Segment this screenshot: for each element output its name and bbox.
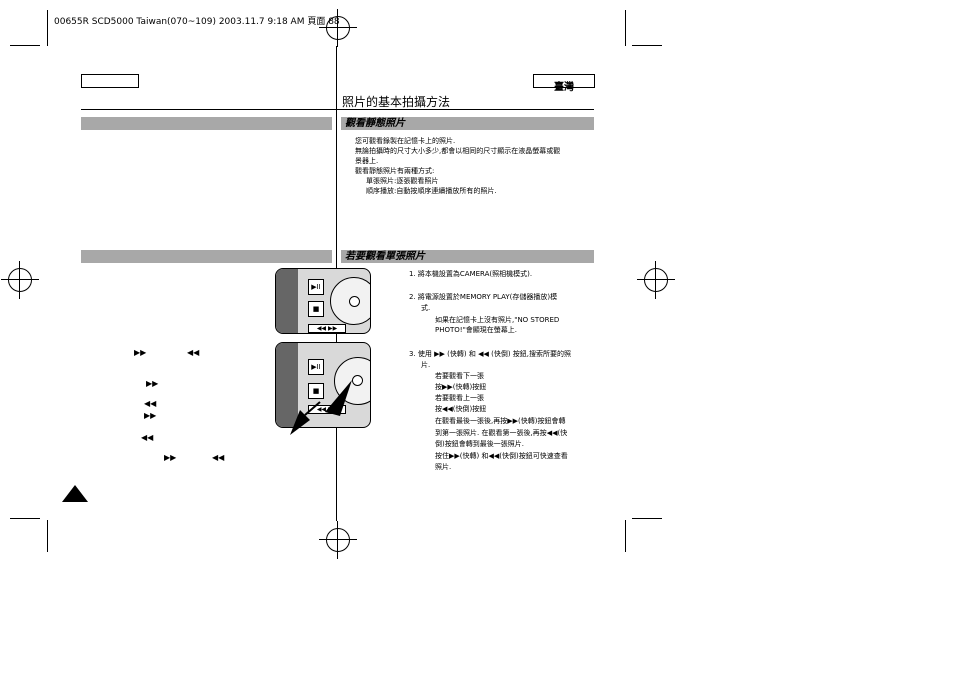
- rewind-icon: ◀◀: [212, 453, 225, 462]
- dial-center: [352, 375, 363, 386]
- crop-mark: [625, 10, 626, 46]
- fast-forward-icon: ▶▶: [449, 452, 460, 460]
- dial-center: [349, 296, 360, 307]
- section-title: 觀看靜態照片: [345, 118, 405, 129]
- fast-forward-icon: ▶▶: [144, 411, 157, 420]
- rewind-icon: ◀◀: [442, 405, 453, 413]
- step-3-cont: 片.: [421, 361, 431, 369]
- crop-mark: [632, 45, 662, 46]
- fast-forward-icon: ▶▶: [442, 383, 453, 391]
- section-bar-view-stills: 觀看靜態照片: [341, 117, 594, 130]
- note-text: 到第一張照片. 在觀看第一張後,再按: [435, 429, 547, 437]
- note-line: 照片.: [435, 463, 452, 471]
- step-2-note: PHOTO!"會顯現在螢幕上.: [435, 326, 518, 334]
- crop-mark: [10, 518, 40, 519]
- registration-mark: [319, 521, 357, 559]
- camera-illustration-bottom: ▶II ■ ◀◀ ▶▶: [275, 342, 371, 428]
- section-bar-left-2: [81, 250, 332, 263]
- note-text: (快轉)按鈕: [452, 383, 487, 391]
- rew-ff-buttons: ◀◀ ▶▶: [308, 405, 346, 414]
- stop-icon: ■: [308, 383, 324, 399]
- step-2-note: 如果在記憶卡上沒有照片,"NO STORED: [435, 316, 560, 324]
- fast-forward-icon: ▶▶: [164, 453, 177, 462]
- print-info: 00655R SCD5000 Taiwan(070~109) 2003.11.7…: [54, 17, 340, 27]
- section-title: 若要觀看單張照片: [345, 251, 425, 262]
- step-3-text: (快倒) 按鈕,搜索所要的照: [491, 350, 572, 358]
- rewind-icon: ◀◀: [144, 399, 157, 408]
- crop-mark: [625, 520, 626, 552]
- play-pause-icon: ▶II: [308, 359, 324, 375]
- lang-box-left: [81, 74, 139, 88]
- note-text: (快: [557, 429, 568, 437]
- rewind-icon: ◀◀: [141, 433, 154, 442]
- crop-mark: [632, 518, 662, 519]
- body-line: 順序播放:自動按順序連續播放所有的照片.: [366, 187, 497, 195]
- side-panel: [276, 269, 298, 333]
- step-2-cont: 式.: [421, 304, 431, 312]
- crop-mark: [47, 10, 48, 46]
- title-rule: [81, 109, 594, 110]
- section-bar-view-single: 若要觀看單張照片: [341, 250, 594, 263]
- pointer-arrows: [290, 380, 352, 435]
- pointer-arrow-left-stem: [304, 401, 321, 416]
- section-bar-left-1: [81, 117, 332, 130]
- lang-box-right: 臺灣: [533, 74, 595, 93]
- crop-mark: [10, 45, 40, 46]
- note-line: 按▶▶(快轉)按鈕: [435, 383, 486, 392]
- note-text: (快倒)按鈕可快速查看: [499, 452, 568, 460]
- note-line: 在觀看最後一張後,再按▶▶(快轉)按鈕會轉: [435, 417, 565, 426]
- fast-forward-icon: ▶▶: [134, 348, 147, 357]
- body-line: 景器上.: [355, 157, 379, 165]
- note-line: 按住▶▶(快轉) 和◀◀(快倒)按鈕可快速查看: [435, 452, 568, 461]
- pointer-arrow-right: [325, 380, 352, 416]
- body-line: 無論拍攝時的尺寸大小多少,都會以相同的尺寸顯示在液晶螢幕或觀: [355, 147, 561, 155]
- step-3: 3. 使用 ▶▶ (快轉) 和 ◀◀ (快倒) 按鈕,搜索所要的照: [409, 350, 571, 359]
- fast-forward-icon: ▶▶: [507, 417, 519, 425]
- body-line: 觀看靜態照片有兩種方式:: [355, 167, 435, 175]
- crop-mark: [47, 520, 48, 552]
- note-text: (快轉) 和: [459, 452, 489, 460]
- fast-forward-icon: ▶▶: [146, 379, 159, 388]
- pointer-arrow-left: [290, 410, 310, 435]
- step-3-text: (快轉) 和: [447, 350, 476, 358]
- rewind-icon: ◀◀: [187, 348, 200, 357]
- page-corner-triangle: [62, 485, 88, 502]
- body-line: 您可觀看錄製在記憶卡上的照片.: [355, 137, 456, 145]
- registration-mark: [637, 261, 675, 299]
- rewind-icon: ◀◀: [546, 429, 558, 437]
- lang-tag: 臺灣: [554, 82, 574, 93]
- stop-icon: ■: [308, 301, 324, 317]
- step-2: 2. 將電源設置於MEMORY PLAY(存儲器播放)模: [409, 293, 558, 301]
- play-pause-icon: ▶II: [308, 279, 324, 295]
- note-line: 按◀◀(快倒)按鈕: [435, 405, 486, 414]
- note-text: 在觀看最後一張後,再按: [435, 417, 508, 425]
- rewind-icon: ◀◀: [488, 452, 500, 460]
- note-text: 按住: [435, 452, 449, 460]
- note-line: 若要觀看上一張: [435, 394, 484, 402]
- side-panel: [276, 343, 298, 427]
- note-line: 若要觀看下一張: [435, 372, 484, 380]
- note-text: (快轉)按鈕會轉: [518, 417, 566, 425]
- rew-ff-buttons: ◀◀ ▶▶: [308, 324, 346, 333]
- step-1: 1. 將本機設置為CAMERA(照相機模式).: [409, 270, 533, 278]
- camera-illustration-top: ▶II ■ ◀◀ ▶▶: [275, 268, 371, 334]
- rewind-icon: ◀◀: [478, 350, 489, 358]
- note-text: 按: [435, 383, 442, 391]
- fast-forward-icon: ▶▶: [434, 350, 445, 358]
- step-3-text: 3. 使用: [409, 350, 432, 358]
- registration-mark: [319, 9, 357, 47]
- page-title: 照片的基本拍攝方法: [342, 95, 451, 109]
- note-line: 倒)按鈕會轉到最後一張照片.: [435, 440, 524, 448]
- body-line: 單張照片:逐張觀看照片: [366, 177, 439, 185]
- note-text: 按: [435, 405, 442, 413]
- note-text: (快倒)按鈕: [452, 405, 487, 413]
- note-line: 到第一張照片. 在觀看第一張後,再按◀◀(快: [435, 429, 567, 438]
- registration-mark: [1, 261, 39, 299]
